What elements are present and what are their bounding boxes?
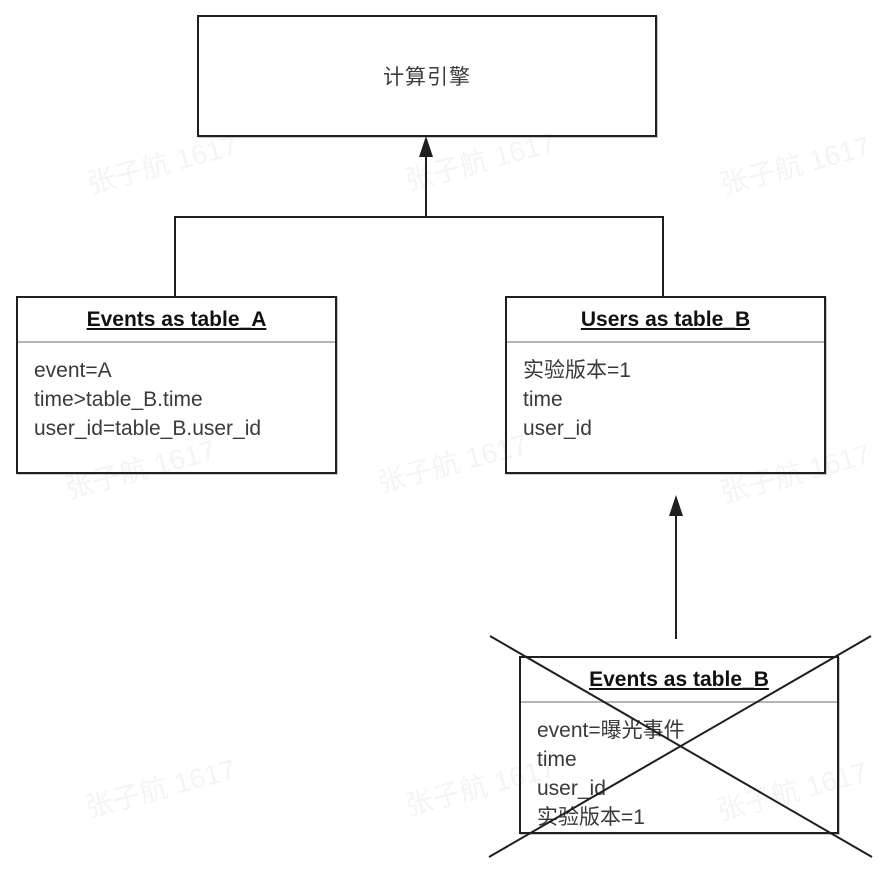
node-field-list: event=A time>table_B.time user_id=table_… — [18, 343, 335, 443]
watermark-text: 张子航 1617 — [81, 753, 239, 824]
node-events-table-a: Events as table_A event=A time>table_B.t… — [16, 296, 337, 474]
field-row: 实验版本=1 — [537, 806, 645, 829]
field-row: time — [523, 388, 563, 411]
node-events-table-b-crossed: Events as table_B event=曝光事件 time user_i… — [519, 656, 839, 834]
node-field-list: 实验版本=1 time user_id — [507, 343, 824, 443]
field-row: 实验版本=1 — [523, 359, 631, 382]
watermark-text: 张子航 1617 — [716, 130, 874, 201]
node-users-table-b: Users as table_B 实验版本=1 time user_id — [505, 296, 826, 474]
field-row: user_id — [523, 417, 592, 440]
field-row: time — [537, 748, 577, 771]
node-title: Events as table_B — [521, 658, 837, 703]
node-title: 计算引擎 — [383, 66, 471, 89]
arrow-up-to-engine — [419, 136, 433, 217]
field-row: user_id — [537, 777, 606, 800]
field-row: time>table_B.time — [34, 388, 203, 411]
node-title: Events as table_A — [18, 298, 335, 343]
arrowhead-icon — [669, 495, 683, 516]
field-row: event=曝光事件 — [537, 719, 685, 742]
tree-connector — [174, 216, 664, 296]
node-title: Users as table_B — [507, 298, 824, 343]
node-compute-engine: 计算引擎 — [197, 15, 657, 137]
field-row: user_id=table_B.user_id — [34, 417, 262, 440]
arrow-up-to-users-table — [669, 495, 683, 639]
field-row: event=A — [34, 359, 112, 382]
arrowhead-icon — [419, 136, 433, 157]
node-field-list: event=曝光事件 time user_id 实验版本=1 — [521, 703, 837, 832]
